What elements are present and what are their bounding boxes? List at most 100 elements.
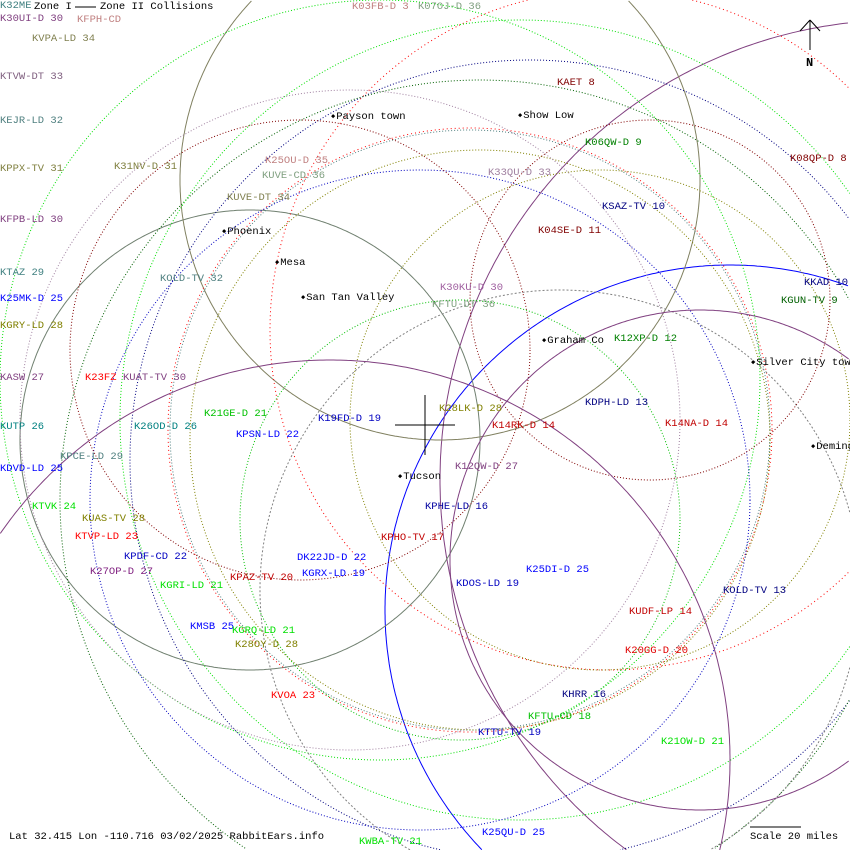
station-label[interactable]: KGRQ-LD 21 <box>232 625 296 637</box>
station-label[interactable]: KFTU-DT 36 <box>432 299 496 311</box>
station-label[interactable]: K31NV-D 31 <box>114 161 178 173</box>
city-marker: San Tan Valley <box>301 292 394 304</box>
station-label[interactable]: KUVE-CD 36 <box>262 170 326 182</box>
station-label[interactable]: KPCE-LD 29 <box>60 451 124 463</box>
station-label[interactable]: K28OY-D 28 <box>235 639 299 651</box>
station-label[interactable]: K30UI-D 30 <box>0 13 64 25</box>
station-label[interactable]: K32ME <box>0 0 32 12</box>
station-label[interactable]: K03FB-D 3 <box>352 1 409 13</box>
coverage-arc <box>269 0 849 671</box>
station-label[interactable]: KTVK 24 <box>32 501 77 513</box>
station-label[interactable]: KPHE-LD 16 <box>425 501 489 513</box>
city-marker: Payson town <box>331 111 405 123</box>
station-label[interactable]: KDOS-LD 19 <box>456 578 520 590</box>
station-label[interactable]: KHRR 16 <box>562 689 607 701</box>
station-label[interactable]: KFPB-LD 30 <box>0 214 64 226</box>
station-label[interactable]: KGRY-LD 28 <box>0 320 64 332</box>
station-label[interactable]: K14NA-D 14 <box>665 418 729 430</box>
coverage-arc <box>0 0 761 761</box>
station-label[interactable]: KSAZ-TV 10 <box>602 201 666 213</box>
station-label[interactable]: KTTU-TV 19 <box>478 727 542 739</box>
coverage-arc <box>384 264 849 850</box>
coverage-arc <box>167 127 773 733</box>
north-arrow-icon <box>799 19 821 50</box>
station-label[interactable]: KUTP 26 <box>0 421 45 433</box>
station-label[interactable]: KUAS-TV 28 <box>82 513 146 525</box>
station-label[interactable]: KFPH-CD <box>77 14 122 26</box>
station-label[interactable]: KGUN-TV 9 <box>781 295 838 307</box>
station-label[interactable]: K14RK-D 14 <box>492 420 556 432</box>
station-label[interactable]: KTVW-DT 33 <box>0 71 64 83</box>
station-label[interactable]: K21OW-D 21 <box>661 736 725 748</box>
station-label[interactable]: K27OP-D 27 <box>90 566 154 578</box>
city-marker: Deming <box>811 441 850 453</box>
station-label[interactable]: KUVE-DT 34 <box>227 192 291 204</box>
station-label[interactable]: KOLD-TV 13 <box>723 585 787 597</box>
footer-info: Lat 32.415 Lon -110.716 03/02/2025 Rabbi… <box>9 831 325 843</box>
station-label[interactable]: KASW 27 <box>0 372 45 384</box>
station-label[interactable]: KPPX-TV 31 <box>0 163 64 175</box>
station-label[interactable]: K30KU-D 30 <box>440 282 504 294</box>
city-marker: Silver City town <box>751 357 850 369</box>
station-label[interactable]: K25DI-D 25 <box>526 564 590 576</box>
station-label[interactable]: K08QP-D 8 <box>790 153 847 165</box>
station-label[interactable]: DK22JD-D 22 <box>297 552 367 564</box>
station-label[interactable]: KGRI-LD 21 <box>160 580 224 592</box>
station-label[interactable]: KKAD 10 <box>804 277 849 289</box>
station-label[interactable]: K12QW-D 27 <box>455 461 519 473</box>
coverage-arc <box>189 149 771 731</box>
station-label[interactable]: KAET 8 <box>557 77 595 89</box>
city-marker: Tucson <box>398 471 441 483</box>
city-marker: Show Low <box>518 110 573 122</box>
station-label[interactable]: KPDF-CD 22 <box>124 551 188 563</box>
coverage-arc <box>19 209 481 671</box>
station-label[interactable]: KUAT-TV 30 <box>123 372 187 384</box>
station-label[interactable]: KPSN-LD 22 <box>236 429 300 441</box>
station-label[interactable]: KEJR-LD 32 <box>0 115 64 127</box>
coverage-arc <box>169 129 771 731</box>
coverage-arc <box>449 309 849 811</box>
station-label[interactable]: KDVD-LD 25 <box>0 463 64 475</box>
station-label[interactable]: KUDF-LP 14 <box>629 606 693 618</box>
north-label: N <box>806 56 814 70</box>
coverage-arc <box>59 79 850 849</box>
station-label[interactable]: K19FD-D 19 <box>318 413 382 425</box>
station-label[interactable]: KWBA-TV 21 <box>359 836 423 848</box>
station-label[interactable]: K25MK-D 25 <box>0 293 64 305</box>
station-label[interactable]: K21GE-D 21 <box>204 408 268 420</box>
coverage-arc <box>0 359 731 850</box>
station-label[interactable]: K28LK-D 28 <box>439 403 503 415</box>
station-label[interactable]: K25QU-D 25 <box>482 827 546 839</box>
station-label[interactable]: KGRX-LD 19 <box>302 568 366 580</box>
station-label[interactable]: K25OU-D 35 <box>265 155 329 167</box>
station-label[interactable]: KFTU-CD 18 <box>528 711 592 723</box>
coverage-arc <box>179 0 701 441</box>
station-label[interactable]: K33QU-D 33 <box>488 167 552 179</box>
station-label[interactable]: K12XP-D 12 <box>614 333 678 345</box>
coverage-arc <box>259 289 850 850</box>
station-label[interactable]: K06QW-D 9 <box>585 137 642 149</box>
station-label[interactable]: K20GG-D 20 <box>625 645 689 657</box>
station-label[interactable]: K04SE-D 11 <box>538 225 602 237</box>
legend-zone1: Zone I <box>34 1 72 13</box>
coverage-arc <box>349 169 850 671</box>
station-label[interactable]: KTVP-LD 23 <box>75 531 139 543</box>
station-label[interactable]: K07OJ-D 36 <box>418 1 482 13</box>
station-label[interactable]: KOLD-TV 32 <box>160 273 224 285</box>
city-marker: Phoenix <box>222 226 271 238</box>
coverage-arc <box>69 119 531 581</box>
legend-zone2: Zone II Collisions <box>100 1 214 13</box>
coverage-arc <box>89 169 751 831</box>
station-label[interactable]: KDPH-LD 13 <box>585 397 649 409</box>
station-label[interactable]: KPHO-TV 17 <box>381 532 445 544</box>
station-label[interactable]: K23FZ <box>85 372 117 384</box>
station-label[interactable]: KMSB 25 <box>190 621 235 633</box>
station-label[interactable]: KTAZ 29 <box>0 267 45 279</box>
station-label[interactable]: KVPA-LD 34 <box>32 33 96 45</box>
station-label[interactable]: KVOA 23 <box>271 690 316 702</box>
coverage-arc <box>439 22 848 850</box>
station-label[interactable]: K26OD-D 26 <box>134 421 198 433</box>
station-label[interactable]: KPAZ-TV 20 <box>230 572 294 584</box>
